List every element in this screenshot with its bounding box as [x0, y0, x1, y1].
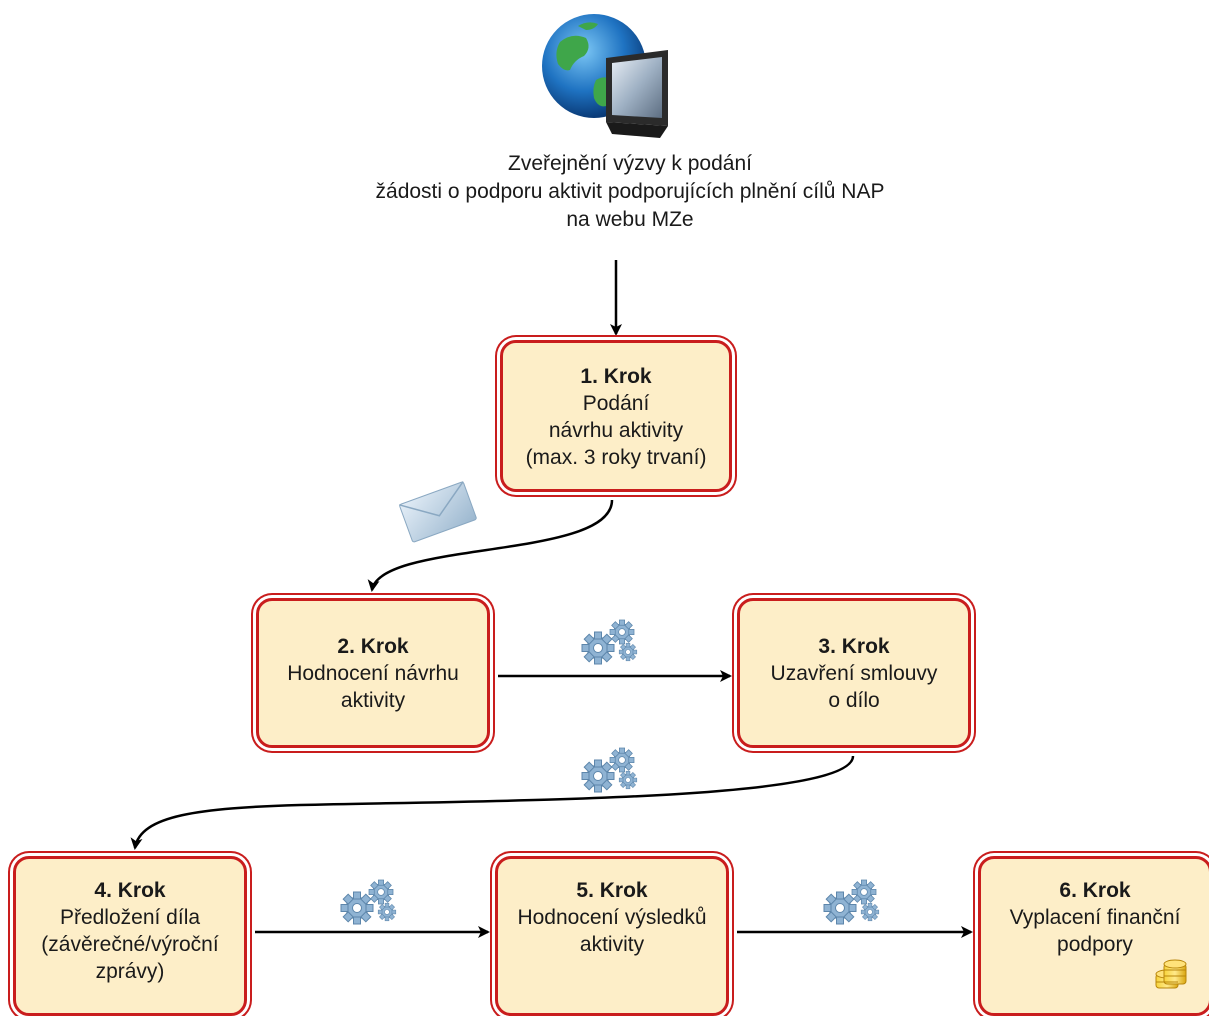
step-line: návrhu aktivity — [548, 419, 684, 442]
step-5-box: 5. Krok Hodnocení výsledků aktivity — [495, 856, 729, 1016]
step-line: Hodnocení návrhu — [287, 661, 459, 685]
step-line: o dílo — [828, 688, 880, 712]
step-1-box: 1. Krok Podání návrhu aktivity (max. 3 r… — [500, 340, 732, 492]
step-title: 6. Krok — [1059, 879, 1131, 902]
globe-monitor-icon — [542, 14, 668, 138]
step-2-box: 2. Krok Hodnocení návrhu aktivity — [256, 598, 490, 748]
intro-caption: Zveřejnění výzvy k podání žádosti o podp… — [280, 150, 980, 234]
step-3-box: 3. Krok Uzavření smlouvy o dílo — [737, 598, 971, 748]
intro-line: žádosti o podporu aktivit podporujících … — [375, 180, 885, 203]
step-line: aktivity — [340, 688, 406, 712]
envelope-icon — [399, 481, 477, 543]
step-line: Vyplacení finanční — [1009, 906, 1181, 929]
step-title: 5. Krok — [576, 879, 648, 902]
step-title: 2. Krok — [337, 634, 409, 658]
gears-icon — [341, 880, 396, 924]
step-line: zprávy) — [95, 960, 165, 983]
step-line: aktivity — [579, 933, 645, 956]
intro-line: Zveřejnění výzvy k podání — [508, 152, 752, 175]
step-title: 4. Krok — [94, 879, 166, 902]
gears-icon — [582, 748, 637, 792]
step-line: Předložení díla — [59, 906, 201, 929]
step-line: (závěrečné/výroční — [41, 933, 219, 956]
step-line: Podání — [582, 392, 650, 415]
arrow-step3-to-step4 — [130, 755, 855, 850]
step-6-box: 6. Krok Vyplacení finanční podpory — [978, 856, 1209, 1016]
coins-icon — [1155, 959, 1187, 989]
step-4-box: 4. Krok Předložení díla (závěrečné/výroč… — [13, 856, 247, 1016]
step-line: (max. 3 roky trvaní) — [525, 446, 707, 469]
step-line: Hodnocení výsledků — [517, 906, 707, 929]
gears-icon — [824, 880, 879, 924]
step-line: podpory — [1057, 933, 1133, 956]
arrow-step1-to-step2 — [367, 499, 614, 592]
gears-icon — [582, 620, 637, 664]
step-title: 1. Krok — [580, 365, 652, 388]
step-line: Uzavření smlouvy — [770, 661, 938, 685]
intro-line: na webu MZe — [566, 208, 694, 231]
step-title: 3. Krok — [818, 634, 890, 658]
